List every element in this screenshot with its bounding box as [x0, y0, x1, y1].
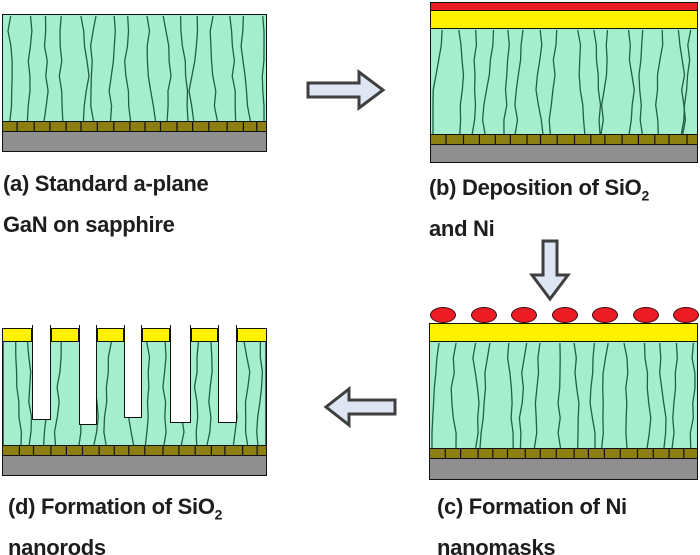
- arrow-left-icon: [323, 385, 397, 429]
- caption-c-line2: nanomasks: [437, 531, 627, 555]
- gan-layer-a: [2, 14, 267, 121]
- arrow-right-icon: [306, 69, 386, 111]
- caption-b-text2: and Ni: [429, 216, 495, 242]
- ni-nanomask: [511, 307, 537, 323]
- sio2-layer-b: [430, 11, 698, 29]
- etched-trench: [124, 325, 142, 418]
- caption-c-line1: (c) Formation of Ni: [437, 490, 627, 531]
- caption-d: (d) Formation of SiO2 nanorods: [8, 490, 222, 555]
- gan-layer-b: [430, 29, 698, 134]
- caption-d-line2: nanorods: [8, 531, 222, 555]
- panel-a-gan-on-sapphire: [2, 14, 267, 152]
- caption-a-text2: GaN on sapphire: [3, 212, 175, 238]
- sio2-nanorod-cap: [51, 328, 79, 342]
- etched-trench: [79, 325, 97, 425]
- sio2-layer-c: [429, 323, 698, 342]
- buffer-layer-a: [2, 121, 267, 132]
- caption-b-subscript: 2: [641, 187, 649, 204]
- caption-d-text2: nanorods: [8, 535, 106, 555]
- caption-c: (c) Formation of Ni nanomasks: [437, 490, 627, 555]
- sio2-nanorod-cap: [97, 328, 124, 342]
- caption-a: (a) Standard a-plane GaN on sapphire: [3, 167, 209, 241]
- caption-a-line1: (a) Standard a-plane: [3, 167, 209, 208]
- buffer-layer-b: [430, 134, 698, 145]
- sapphire-substrate-a: [2, 132, 267, 152]
- buffer-layer-c: [429, 448, 698, 459]
- panel-c-nanomasks: [429, 323, 698, 480]
- caption-b-line2: and Ni: [429, 212, 649, 245]
- caption-d-text: (d) Formation of SiO: [8, 494, 215, 519]
- sio2-nanorod-cap: [237, 328, 267, 342]
- caption-c-text: (c) Formation of Ni: [437, 494, 627, 519]
- panel-d-nanorods: [2, 325, 267, 476]
- ni-nanomask: [430, 307, 456, 323]
- ni-nanomask: [673, 307, 699, 323]
- caption-b-text: (b) Deposition of SiO: [429, 175, 642, 200]
- caption-a-line2: GaN on sapphire: [3, 208, 208, 241]
- arrow-down-icon: [529, 239, 571, 302]
- etched-trench: [32, 325, 51, 420]
- caption-b: (b) Deposition of SiO2 and Ni: [429, 171, 649, 245]
- sio2-nanorod-cap: [142, 328, 170, 342]
- ni-nanomask: [471, 307, 497, 323]
- caption-c-text2: nanomasks: [437, 535, 556, 555]
- gan-layer-c: [429, 342, 698, 448]
- caption-d-subscript: 2: [214, 506, 223, 523]
- sapphire-substrate-c: [429, 459, 698, 480]
- sapphire-substrate-b: [430, 145, 698, 163]
- ni-film-layer-b: [430, 2, 698, 11]
- sapphire-substrate-d: [2, 456, 267, 476]
- ni-nanomask: [633, 307, 659, 323]
- caption-a-text: (a) Standard a-plane: [3, 171, 209, 196]
- ni-nanomask: [592, 307, 618, 323]
- etched-trench: [218, 325, 237, 423]
- panel-b-deposition: [430, 2, 698, 163]
- sio2-nanorod-cap: [2, 328, 32, 342]
- sio2-nanorod-cap: [191, 328, 218, 342]
- etched-trench: [170, 325, 191, 423]
- ni-nanomask: [552, 307, 578, 323]
- caption-b-line1: (b) Deposition of SiO2: [429, 171, 649, 212]
- caption-d-line1: (d) Formation of SiO2: [8, 490, 222, 531]
- buffer-layer-d: [2, 445, 267, 456]
